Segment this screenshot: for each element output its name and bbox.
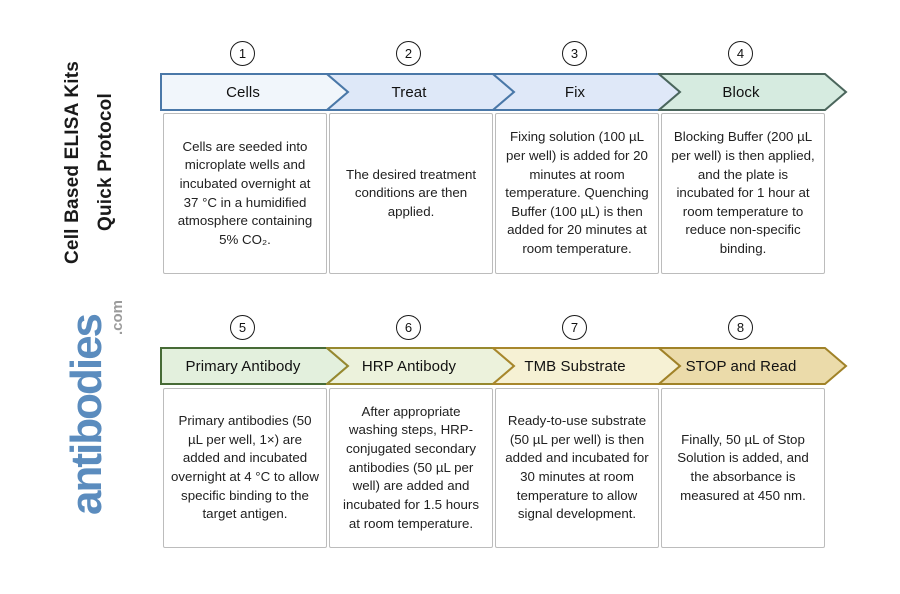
step-number-badge: 5 — [230, 315, 255, 340]
step-number-badge: 6 — [396, 315, 421, 340]
step-description-box: Primary antibodies (50 µL per well, 1×) … — [163, 388, 327, 548]
step-description: Ready-to-use substrate (50 µL per well) … — [505, 413, 649, 522]
step-description-box: Cells are seeded into microplate wells a… — [163, 113, 327, 274]
step-number-badge: 2 — [396, 41, 421, 66]
step-description-box: Finally, 50 µL of Stop Solution is added… — [661, 388, 825, 548]
step-number: 4 — [736, 46, 745, 61]
step-description: After appropriate washing steps, HRP-con… — [342, 403, 479, 531]
step-label: Treat — [391, 83, 427, 101]
step-arrow — [658, 73, 848, 111]
step-number-badge: 1 — [230, 41, 255, 66]
step-description: Fixing solution (100 µL per well) is add… — [505, 129, 649, 257]
step-number: 2 — [404, 46, 413, 61]
step-number: 3 — [570, 46, 579, 61]
step-number-badge: 7 — [562, 315, 587, 340]
step-number: 5 — [238, 320, 247, 335]
step-number-badge: 4 — [728, 41, 753, 66]
step-label: Fix — [564, 83, 586, 101]
step-description: Primary antibodies (50 µL per well, 1×) … — [171, 413, 319, 522]
step-description: Finally, 50 µL of Stop Solution is added… — [677, 431, 809, 503]
step-number-badge: 3 — [562, 41, 587, 66]
step-arrow — [658, 347, 848, 385]
step-description-box: The desired treatment conditions are the… — [329, 113, 493, 274]
step-label: TMB Substrate — [524, 357, 626, 375]
step-description: Cells are seeded into microplate wells a… — [177, 138, 313, 247]
step-label: STOP and Read — [685, 357, 797, 375]
brand-logo-suffix: .com — [109, 299, 126, 335]
step-number-badge: 8 — [728, 315, 753, 340]
step-label: HRP Antibody — [361, 357, 457, 375]
step-description-box: Ready-to-use substrate (50 µL per well) … — [495, 388, 659, 548]
step-label: Block — [722, 83, 760, 101]
step-description: The desired treatment conditions are the… — [345, 166, 477, 219]
step-number: 1 — [238, 46, 247, 61]
page-title-line2: Quick Protocol — [95, 93, 116, 231]
step-description: Blocking Buffer (200 µL per well) is the… — [671, 129, 815, 257]
step-description-box: After appropriate washing steps, HRP-con… — [329, 388, 493, 548]
step-number: 7 — [570, 320, 579, 335]
page-title: Cell Based ELISA Kits Quick Protocol — [56, 36, 128, 288]
step-description-box: Fixing solution (100 µL per well) is add… — [495, 113, 659, 274]
step-description-box: Blocking Buffer (200 µL per well) is the… — [661, 113, 825, 274]
step-number: 6 — [404, 320, 413, 335]
step-label: Cells — [226, 83, 260, 101]
step-number: 8 — [736, 320, 745, 335]
page-title-line1: Cell Based ELISA Kits — [62, 60, 83, 264]
step-label: Primary Antibody — [185, 357, 301, 375]
brand-logo: antibodies — [62, 314, 111, 516]
